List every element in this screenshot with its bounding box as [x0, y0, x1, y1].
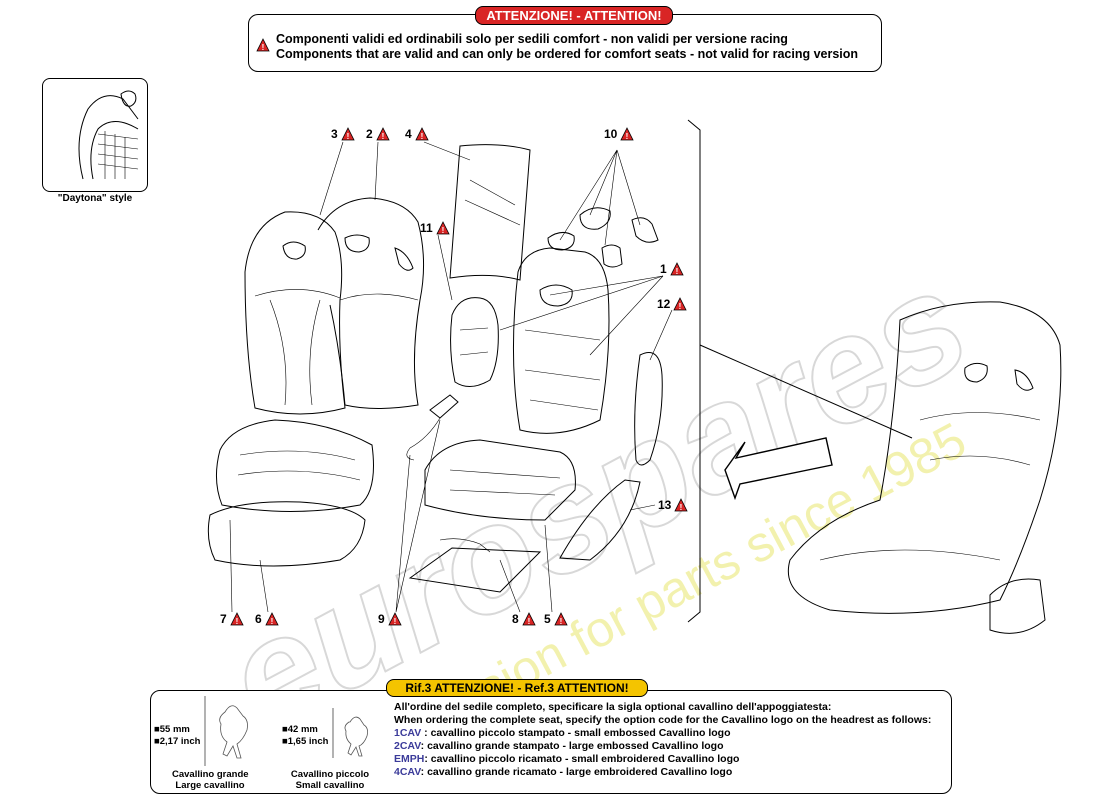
assembly-leader	[699, 344, 913, 439]
svg-text:!: !	[270, 617, 273, 626]
part-8-wire	[439, 538, 491, 553]
note-option-4cav: 4CAV: cavallino grande ricamato - large …	[394, 766, 733, 778]
svg-text:!: !	[679, 302, 682, 311]
warning-icon: !	[674, 498, 689, 512]
callout-1: 1 !	[660, 262, 684, 276]
callout-9: 9 !	[378, 612, 402, 626]
callout-2: 2 !	[366, 127, 390, 141]
callout-5: 5 !	[544, 612, 568, 626]
note-box-title: Rif.3 ATTENZIONE! - Ref.3 ATTENTION!	[386, 679, 648, 697]
svg-text:!: !	[680, 503, 683, 512]
callout-leaders	[229, 141, 673, 613]
svg-text:!: !	[559, 617, 562, 626]
assembled-seat	[788, 301, 1062, 634]
svg-text:!: !	[441, 226, 444, 235]
part-6-seat-cushion-pad	[207, 501, 366, 567]
large-logo-dim-inch: ■2,17 inch	[154, 736, 201, 747]
note-option-1cav: 1CAV : cavallino piccolo stampato - smal…	[394, 727, 731, 739]
daytona-label: "Daytona" style	[57, 193, 133, 204]
svg-text:!: !	[420, 132, 423, 141]
part-4-rear-panel	[449, 144, 531, 281]
svg-text:!: !	[381, 132, 384, 141]
part-10-trim-pieces	[547, 149, 659, 268]
part-2-backrest-padding	[317, 197, 425, 409]
small-logo-dim-mm: ■42 mm	[282, 724, 318, 735]
group-bracket	[687, 119, 701, 623]
svg-text:!: !	[393, 617, 396, 626]
note-intro-italian: All'ordine del sedile completo, specific…	[394, 701, 832, 713]
callout-13: 13 !	[658, 498, 689, 512]
warning-icon: !	[554, 612, 568, 626]
warning-icon: !	[341, 127, 355, 141]
attention-title: ATTENZIONE! - ATTENTION!	[475, 6, 673, 25]
callout-6: 6 !	[255, 612, 279, 626]
large-cavallino-logo	[204, 696, 248, 766]
callout-12: 12 !	[657, 297, 688, 311]
warning-icon: !	[256, 38, 270, 52]
callout-7: 7 !	[220, 612, 244, 626]
warning-icon: !	[376, 127, 390, 141]
attention-text-italian: Componenti validi ed ordinabili solo per…	[276, 32, 788, 46]
svg-text:!: !	[626, 132, 629, 141]
warning-icon: !	[436, 221, 450, 235]
note-intro-english: When ordering the complete seat, specify…	[394, 714, 932, 726]
part-8-heating-mat	[408, 547, 542, 593]
callout-11: 11 !	[420, 221, 450, 235]
large-logo-caption-it: Cavallino grande	[172, 769, 249, 780]
note-option-2cav: 2CAV: cavallino grande stampato - large …	[394, 740, 724, 752]
svg-text:!: !	[675, 267, 678, 276]
callout-3: 3 !	[331, 127, 355, 141]
warning-icon: !	[673, 297, 688, 311]
part-9-buckle	[429, 394, 459, 419]
part-13-side-cover	[559, 479, 641, 561]
svg-text:!: !	[262, 43, 265, 52]
warning-icon: !	[522, 612, 536, 626]
part-5-seat-pan	[424, 439, 576, 521]
svg-text:!: !	[527, 617, 530, 626]
warning-icon: !	[415, 127, 429, 141]
callout-8: 8 !	[512, 612, 536, 626]
callout-10: 10 !	[604, 127, 635, 141]
daytona-seat-illustration	[78, 90, 139, 180]
large-logo-dim-mm: ■55 mm	[154, 724, 190, 735]
large-logo-caption-en: Large cavallino	[175, 780, 245, 791]
attention-text-english: Components that are valid and can only b…	[276, 47, 859, 61]
warning-icon: !	[670, 262, 684, 276]
small-cavallino-logo	[332, 708, 368, 758]
warning-icon: !	[265, 612, 279, 626]
warning-icon: !	[230, 612, 244, 626]
part-11-side-trim	[450, 297, 499, 387]
part-12-side-panel	[634, 352, 663, 466]
svg-text:!: !	[346, 132, 349, 141]
svg-text:!: !	[235, 617, 238, 626]
callout-4: 4 !	[405, 127, 429, 141]
note-box	[150, 690, 952, 794]
small-logo-caption-it: Cavallino piccolo	[290, 769, 370, 780]
part-1-backrest-frame	[512, 247, 610, 434]
small-logo-dim-inch: ■1,65 inch	[282, 736, 329, 747]
assembly-arrow	[724, 437, 833, 501]
daytona-inset	[42, 78, 148, 192]
part-7-seat-cushion-cover	[216, 419, 374, 512]
part-9-harness	[406, 417, 441, 461]
part-3-backrest-cover	[244, 211, 346, 415]
warning-icon: !	[620, 127, 635, 141]
warning-icon: !	[388, 612, 402, 626]
small-logo-caption-en: Small cavallino	[295, 780, 365, 791]
note-option-emph: EMPH: cavallino piccolo ricamato - small…	[394, 753, 740, 765]
